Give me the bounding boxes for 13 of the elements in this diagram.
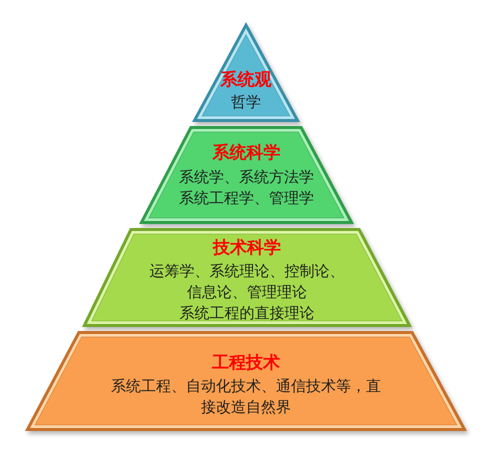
tier-heading: 技术科学: [213, 237, 281, 260]
tier-heading: 工程技术: [212, 352, 280, 375]
tier-heading: 系统观: [220, 69, 272, 92]
tier-description: 哲学: [231, 92, 261, 113]
tier-description: 系统工程的直接理论: [180, 303, 314, 324]
tier-description: 系统学、系统方法学系统工程学、管理学: [178, 167, 315, 209]
pyramid-tier: [139, 126, 354, 224]
pyramid-tier: [192, 22, 300, 122]
tier-description: 运筹学、系统理论、控制论、信息论、管理理论: [148, 261, 346, 303]
pyramid-tier: [25, 331, 467, 431]
tier-heading: 系统科学: [212, 142, 280, 165]
pyramid-tier: [82, 228, 412, 327]
tier-description: 系统工程、自动化技术、通信技术等，直接改造自然界: [110, 376, 382, 418]
